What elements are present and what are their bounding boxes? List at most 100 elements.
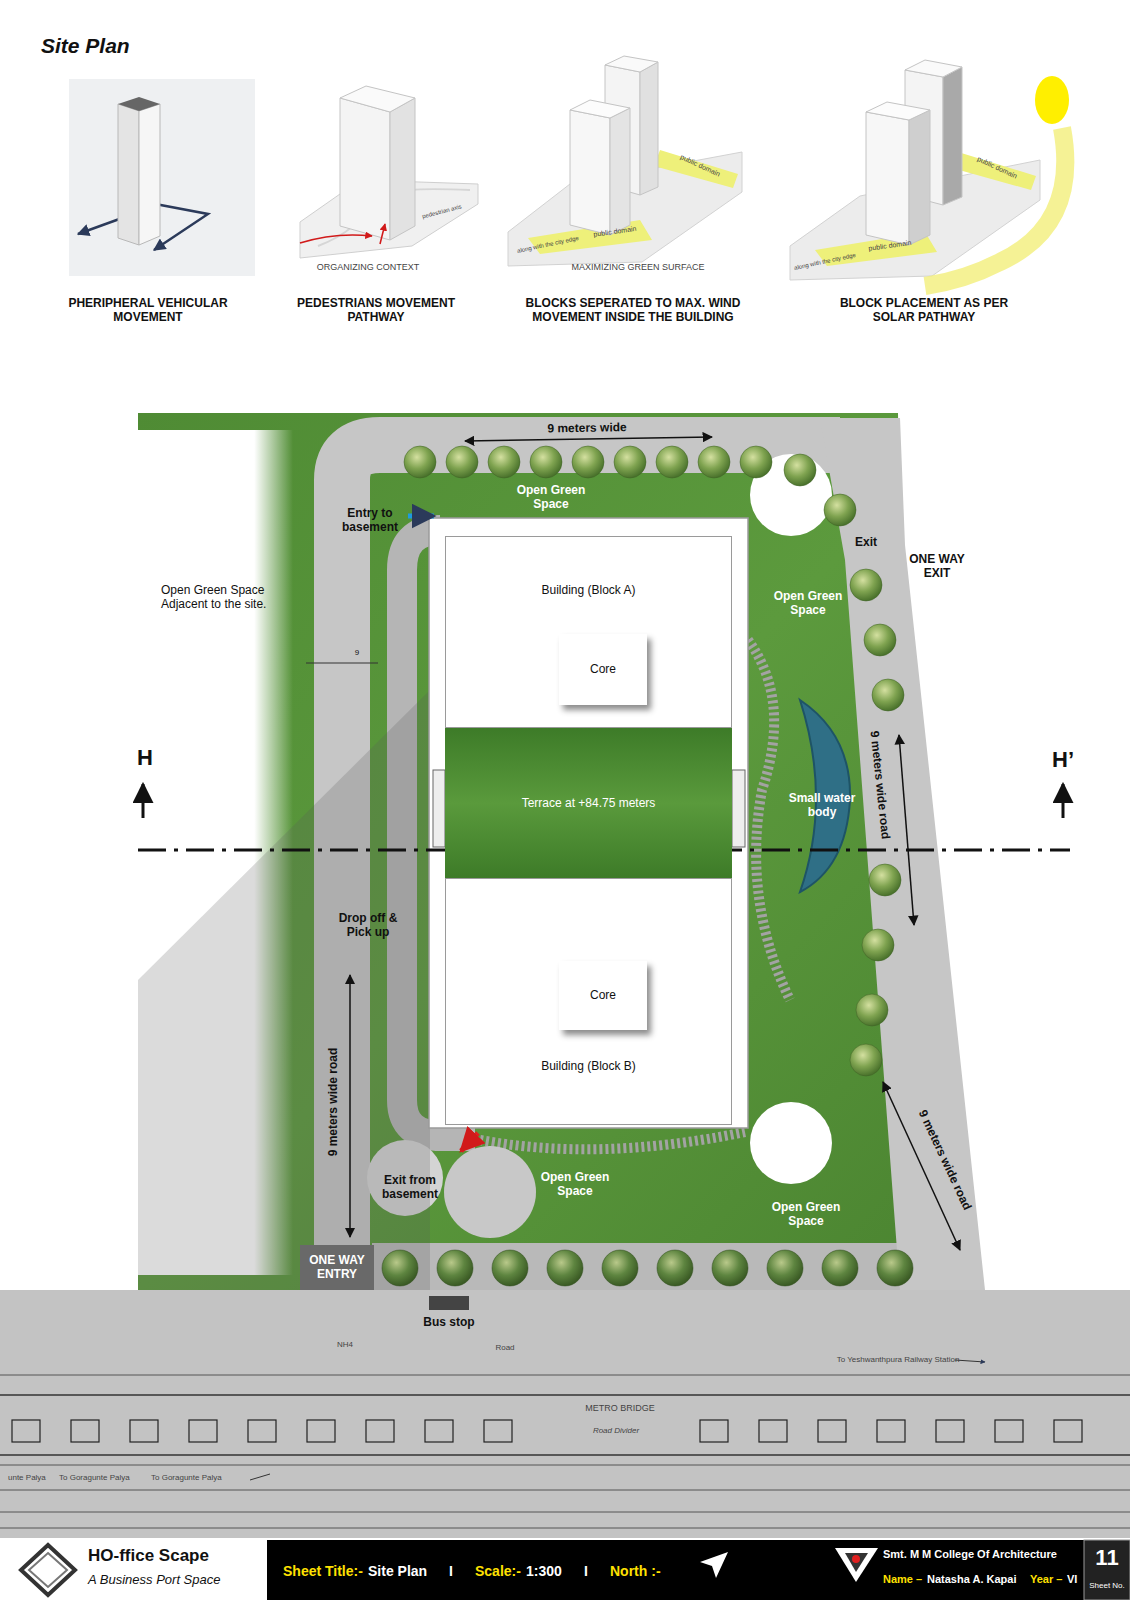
use-shape [657, 1250, 693, 1286]
plan-label: Open Green Space [766, 589, 851, 618]
rect-shape [425, 1420, 453, 1442]
plan-label: Open Green Space Adjacent to the site. [161, 583, 301, 612]
use-shape [492, 1250, 528, 1286]
polygon-shape [605, 56, 658, 72]
plan-label: Road [495, 1343, 514, 1353]
rect-shape [0, 1290, 1130, 1538]
building-block: Building (Block A)Core [445, 536, 732, 728]
line-shape [0, 1528, 1130, 1529]
rect-shape [936, 1420, 964, 1442]
site-ground [0, 413, 1130, 1538]
core-box: Core [559, 634, 647, 705]
use-shape [864, 624, 896, 656]
use-shape [767, 1250, 803, 1286]
core-box: Core [559, 961, 647, 1030]
rect-shape [818, 1420, 846, 1442]
line-shape [1062, 784, 1065, 818]
polygon-shape [29, 1553, 67, 1587]
plan-label: 9 [355, 648, 359, 658]
polygon-shape [845, 1553, 868, 1572]
line-shape [955, 1360, 985, 1362]
plan-label: H’ [1052, 747, 1074, 773]
concept-label: MAXIMIZING GREEN SURFACE [571, 262, 704, 273]
plan-label: unte Palya [8, 1473, 46, 1483]
line-shape [142, 784, 145, 818]
rect-shape [71, 1420, 99, 1442]
plan-label: Open Green Space [509, 483, 594, 512]
rect-shape [429, 518, 748, 1128]
plan-label: Small water body [782, 791, 862, 820]
plan-label: METRO BRIDGE [585, 1403, 655, 1414]
use-shape [862, 929, 894, 961]
use-shape [784, 454, 816, 486]
line-shape [408, 514, 434, 519]
plan-label: Open Green Space [764, 1200, 849, 1229]
use-shape [614, 446, 646, 478]
polygon-shape [340, 86, 415, 112]
line-shape [0, 1454, 1130, 1456]
polygon-shape [570, 100, 630, 118]
use-shape [446, 446, 478, 478]
g-shape [12, 1420, 1082, 1442]
plan-label: Exit from basement [373, 1173, 448, 1202]
polygon-shape [835, 1548, 878, 1582]
rect-shape [429, 1296, 469, 1310]
rect-shape [12, 1420, 40, 1442]
line-shape [0, 1394, 1130, 1396]
use-shape [869, 864, 901, 896]
concept-vehicular [69, 79, 255, 276]
plan-label: ONE WAY ENTRY [301, 1253, 373, 1282]
title-block-text: Site Plan [368, 1563, 427, 1580]
terrace-area: Terrace at +84.75 meters [445, 728, 732, 878]
title-block-text: Natasha A. Kapai [927, 1573, 1016, 1586]
polygon-shape [905, 60, 962, 77]
plan-label: To Yeshwanthpura Railway Station [837, 1355, 960, 1365]
rect-shape [877, 1420, 905, 1442]
rect-shape [366, 1420, 394, 1442]
plan-label: Road Divider [593, 1426, 639, 1436]
title-block-text: I [449, 1563, 453, 1580]
building-outline [429, 518, 748, 1128]
rect-shape [69, 79, 255, 276]
use-shape [602, 1250, 638, 1286]
rect-shape [759, 1420, 787, 1442]
rect-shape [248, 1420, 276, 1442]
polygon-shape [21, 1545, 75, 1595]
use-shape [856, 994, 888, 1026]
use-shape [822, 1250, 858, 1286]
polygon-shape [570, 110, 610, 235]
title-block-text: HO-ffice Scape [88, 1546, 209, 1566]
plan-label: Open Green Space [534, 1170, 616, 1199]
title-block-text: Sheet No. [1089, 1581, 1125, 1591]
title-block-text: VI [1067, 1573, 1077, 1586]
title-block [21, 1540, 1130, 1600]
sheet-title: Site Plan [41, 33, 130, 58]
concept-label: PHERIPHERAL VEHICULAR MOVEMENT [48, 296, 248, 325]
line-shape [306, 663, 378, 664]
path-shape [480, 1132, 745, 1149]
title-block-text: Sheet Title:- [283, 1563, 363, 1580]
concept-blocks [508, 56, 742, 266]
use-shape [530, 446, 562, 478]
plan-label: To Goragunte Palya [59, 1473, 130, 1483]
plan-label: ONE WAY EXIT [901, 552, 973, 581]
use-shape [698, 446, 730, 478]
node-text: Core [590, 988, 616, 1003]
rect-shape [267, 1540, 1130, 1600]
title-block-text: Scale:- [475, 1563, 521, 1580]
use-shape [850, 1044, 882, 1076]
title-block-text: Year – [1030, 1573, 1062, 1586]
title-block-text: Smt. M M College Of Architecture [883, 1548, 1057, 1561]
use-shape [547, 1250, 583, 1286]
plan-label: Entry to basement [334, 506, 406, 535]
use-shape [382, 1250, 418, 1286]
polygon-shape [909, 110, 930, 245]
line-shape [0, 1512, 1130, 1513]
node-text: Terrace at +84.75 meters [522, 796, 656, 811]
polygon-shape [610, 108, 630, 235]
title-block-text: Name – [883, 1573, 922, 1586]
polygon-shape [118, 104, 139, 245]
polygon-shape [700, 1552, 728, 1578]
use-shape [437, 1250, 473, 1286]
